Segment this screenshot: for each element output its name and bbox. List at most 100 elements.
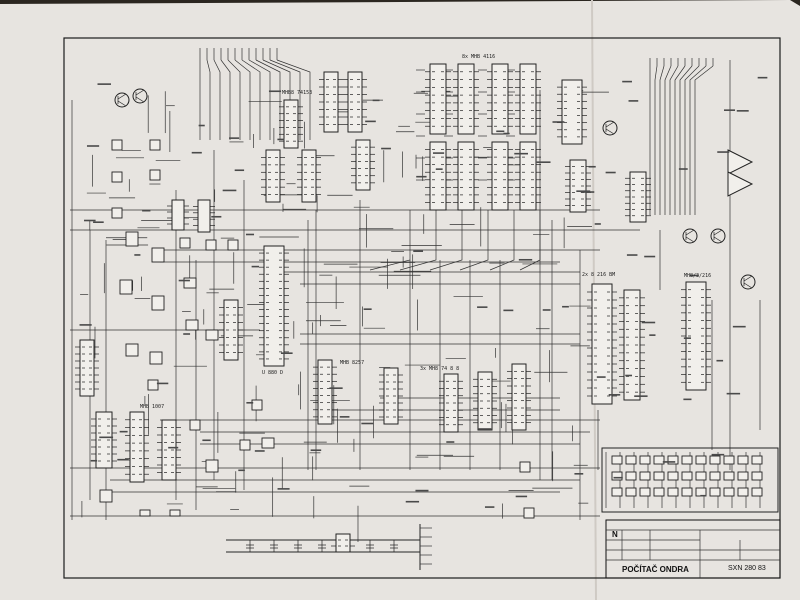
keyboard-key (751, 487, 763, 497)
pin-label (435, 168, 443, 170)
title-block: N POČÍTAČ ONDRA SXN 280 83 (605, 519, 781, 579)
pin-label (234, 169, 245, 172)
logic-gate (149, 139, 161, 151)
pin-label (339, 416, 350, 418)
pin-label (415, 489, 429, 492)
wire (459, 210, 489, 271)
pin-label (156, 382, 169, 385)
logic-gate (99, 489, 113, 503)
keyboard-key (625, 487, 637, 497)
wire (276, 59, 311, 140)
keyboard-key (653, 471, 665, 481)
keyboard-key (695, 455, 707, 465)
transistor-emitter (685, 236, 695, 243)
wire (674, 65, 686, 215)
schematic-border (63, 37, 781, 579)
logic-gate (205, 239, 217, 251)
keyboard-key (709, 487, 721, 497)
pin-label (716, 359, 724, 362)
wire (429, 210, 463, 271)
logic-gate (519, 461, 531, 473)
keyboard-key (737, 487, 749, 497)
pin-label (724, 109, 736, 111)
pin-label (277, 488, 290, 490)
wire (664, 65, 672, 215)
latch-chip (301, 149, 317, 203)
logic-gate (169, 509, 181, 517)
keyboard-key (737, 455, 749, 465)
keyboard-key (639, 471, 651, 481)
wire (255, 59, 281, 140)
pin-label (678, 168, 688, 170)
pin-label (142, 209, 151, 212)
voltage-regulator (335, 533, 351, 553)
pin-label (628, 100, 639, 102)
keyboard-key (625, 471, 637, 481)
pin-label (562, 305, 569, 308)
wire (220, 59, 231, 140)
label-chip-top-center: 8x MHB 4116 (462, 54, 495, 60)
pin-label (518, 258, 533, 261)
transistor-collector (117, 93, 127, 100)
label-chip-right: MH8/3/216 (684, 273, 711, 279)
pin-label (484, 506, 495, 508)
pin-label (245, 233, 255, 236)
wire (241, 59, 261, 140)
transistor-collector (685, 229, 695, 236)
pin-label (84, 219, 96, 222)
pin-label (596, 376, 606, 378)
pin-label (644, 255, 656, 258)
wire (679, 65, 693, 215)
pin-label (329, 387, 343, 389)
keyboard-key (737, 471, 749, 481)
label-chip-center-lower: MHB 8257 (340, 360, 364, 366)
keyboard-key (611, 471, 623, 481)
pin-label (496, 130, 505, 133)
components-layer (75, 63, 779, 553)
pin-label (711, 453, 725, 456)
pin-label (191, 151, 202, 154)
transistor-symbol (682, 228, 698, 244)
keyboard-matrix-frame (601, 447, 779, 513)
transistor-emitter (117, 100, 127, 107)
logic-gate (185, 319, 199, 331)
pin-label (542, 309, 551, 311)
keyboard-key (653, 487, 665, 497)
pin-label (689, 274, 699, 277)
transistor-collector (713, 229, 723, 236)
logic-gate (205, 459, 219, 473)
transistor-collector (743, 275, 753, 282)
buffer-chip (317, 359, 333, 425)
logic-gate (227, 239, 239, 251)
pin-label (93, 221, 104, 223)
memory-chip (429, 63, 447, 135)
keyboard-key (723, 487, 735, 497)
logic-gate (183, 277, 197, 289)
pin-label (574, 473, 584, 475)
keyboard-key (709, 455, 721, 465)
pin-label (580, 191, 595, 193)
memory-chip (491, 63, 509, 135)
latch-chip (265, 149, 281, 203)
keyboard-key (667, 487, 679, 497)
wire (399, 210, 437, 271)
keyboard-key (639, 455, 651, 465)
pin-label (90, 459, 98, 462)
label-chip-lower: 3x MH8 74 8 8 (420, 366, 459, 372)
wire (684, 65, 700, 215)
cpu-chip (263, 245, 285, 367)
wire (234, 59, 251, 140)
pin-label (361, 422, 374, 425)
pin-label (246, 401, 254, 404)
logic-gate (111, 171, 123, 183)
label-chip-mid-right: 2x 8 216 BM (582, 272, 615, 278)
keyboard-key (751, 455, 763, 465)
logic-gate (125, 231, 139, 247)
keyboard-key (681, 455, 693, 465)
memory-chip (457, 141, 475, 211)
pin-label (238, 469, 245, 472)
pin-label (626, 254, 638, 256)
pin-label (732, 325, 746, 328)
pin-label (280, 352, 293, 354)
pin-label (514, 152, 528, 155)
